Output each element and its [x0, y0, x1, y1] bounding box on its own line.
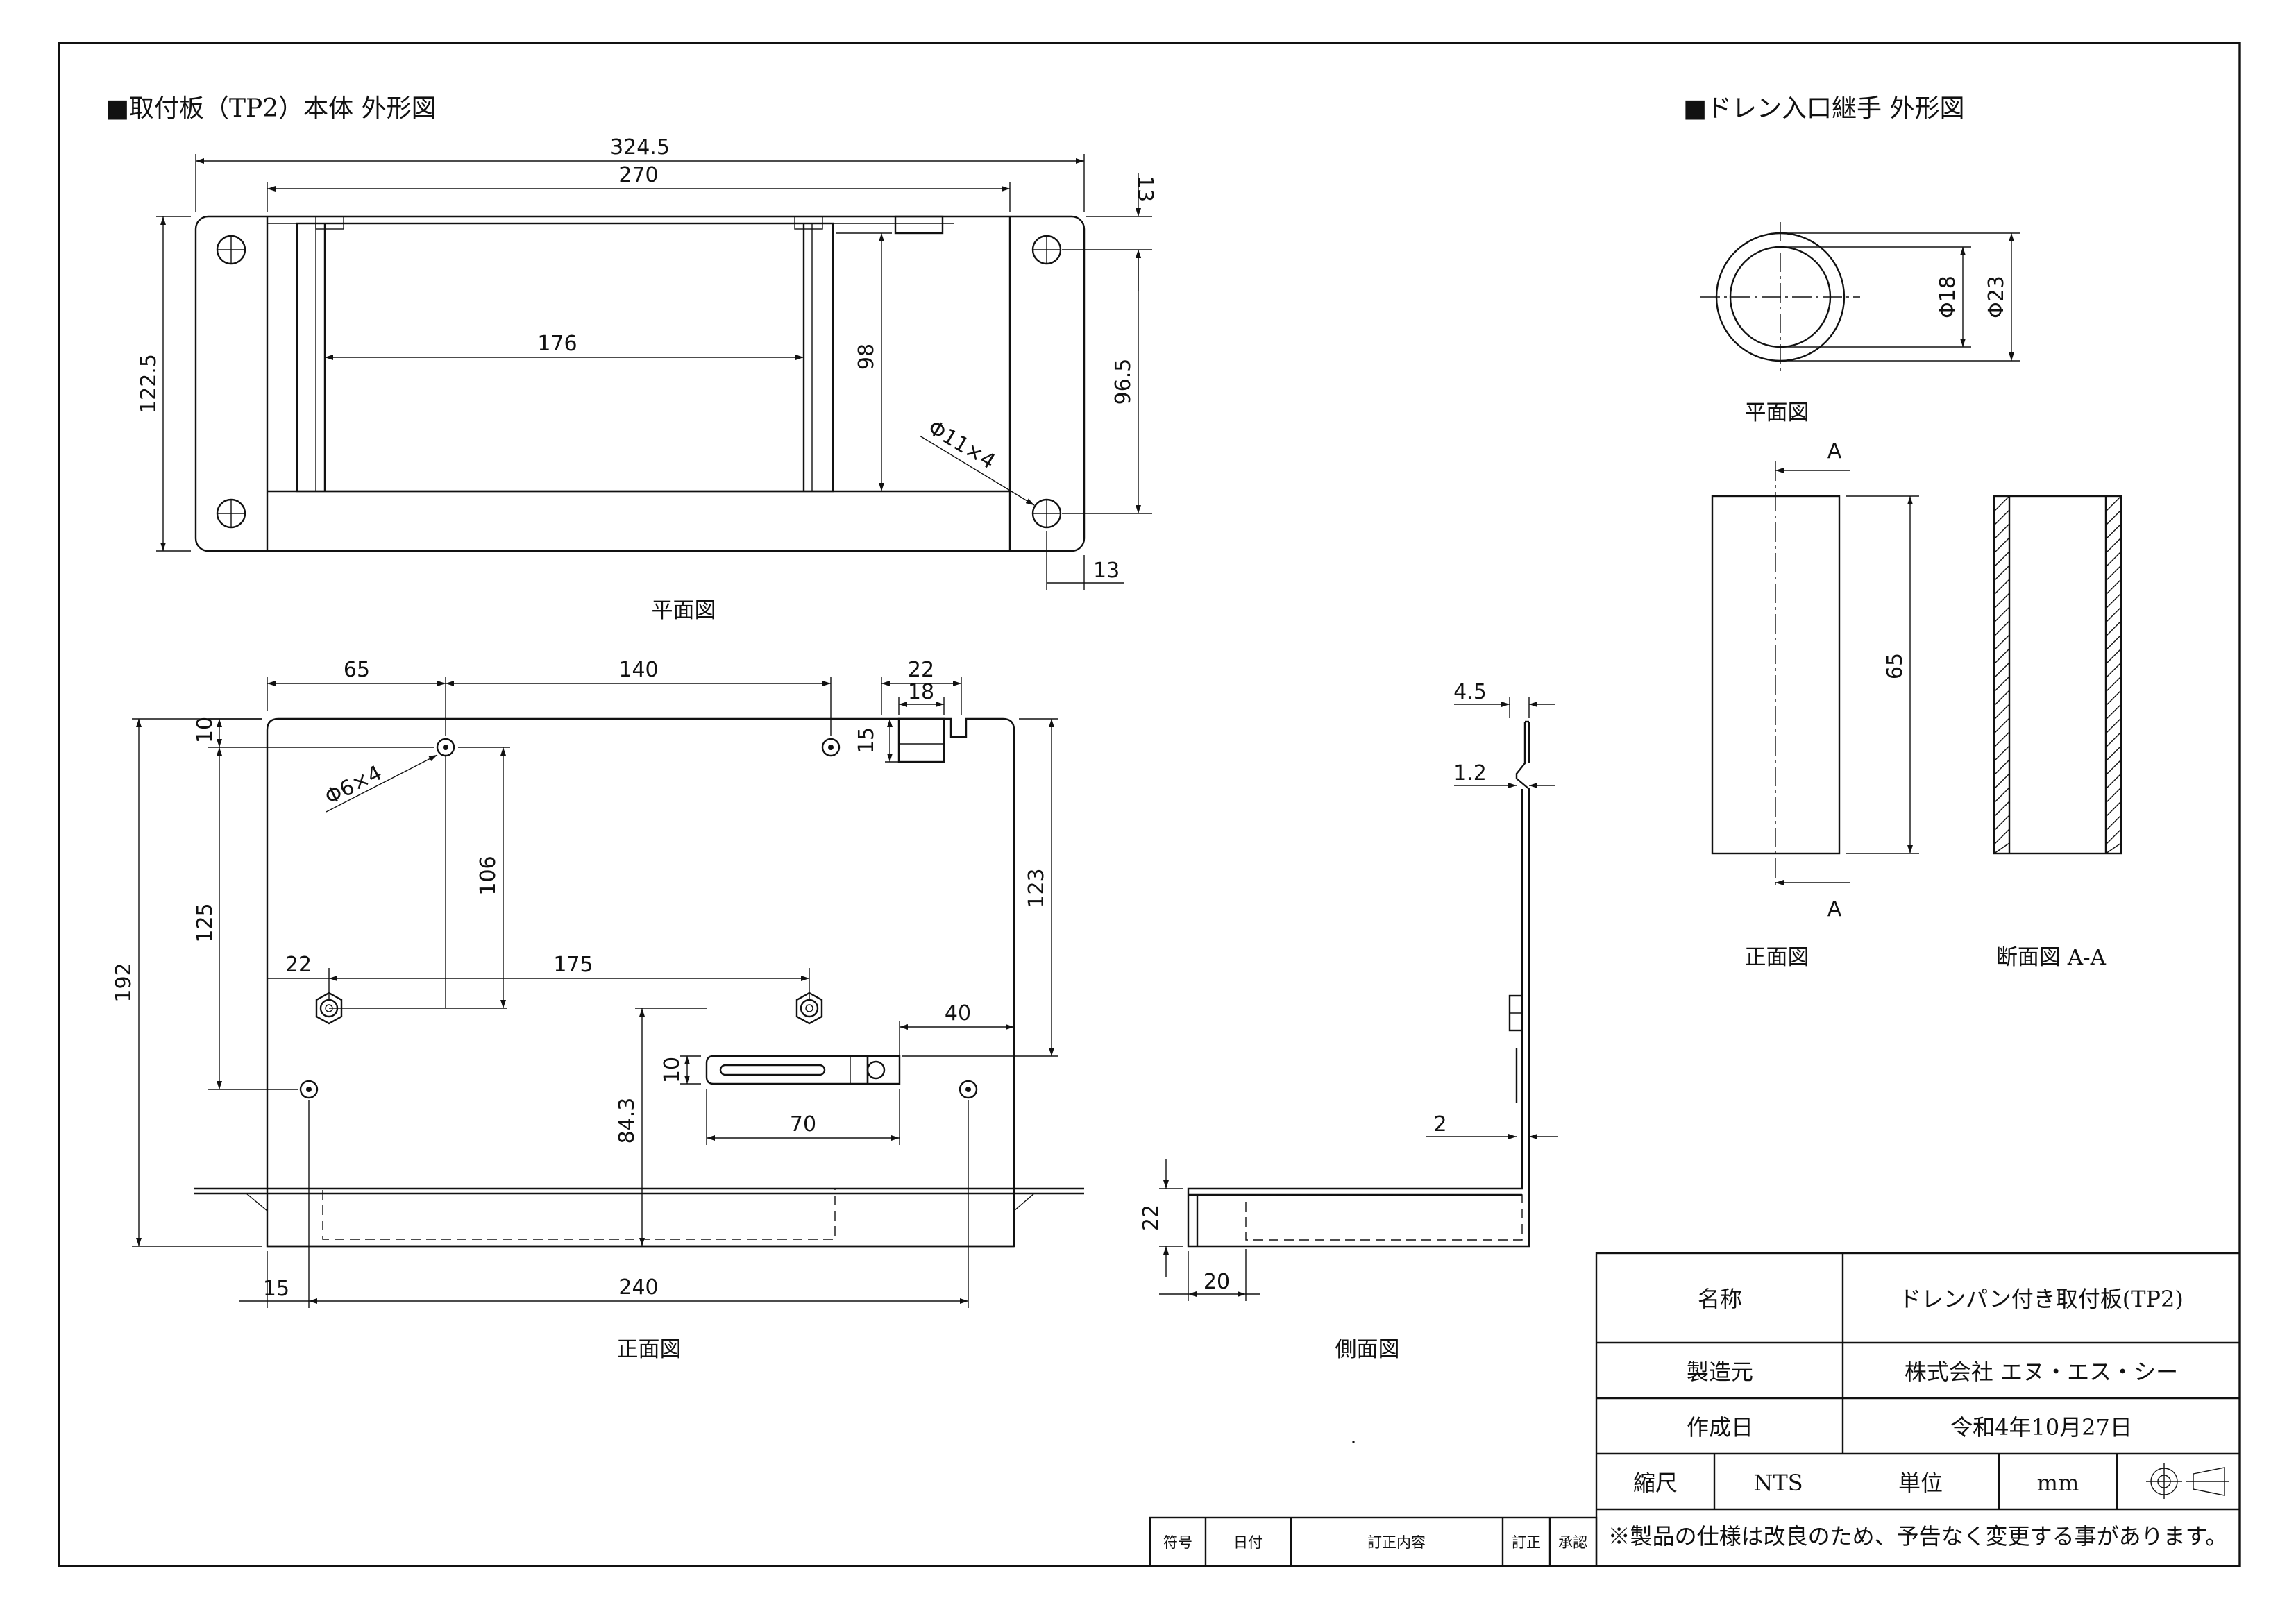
title-block: 名称 ドレンパン付き取付板(TP2) 製造元 株式会社 エヌ・エス・シー 作成日…: [1595, 1252, 2241, 1567]
section-hatch-right: [2105, 495, 2122, 854]
tb-date-label: 作成日: [1687, 1414, 1753, 1441]
plan-slot: [296, 222, 834, 493]
svg-text:15: 15: [263, 1277, 289, 1301]
tb-scale-value: NTS: [1753, 1470, 1803, 1496]
tb-maker-value: 株式会社 エヌ・エス・シー: [1905, 1359, 2178, 1385]
plan-hole-tr: [1031, 235, 1062, 265]
svg-text:125: 125: [193, 903, 217, 942]
drain-plan-label: 平面図: [1745, 400, 1809, 425]
svg-text:1.2: 1.2: [1453, 761, 1487, 785]
front-hole-4: [959, 1080, 978, 1099]
section-hatch-left: [1993, 495, 2010, 854]
rev-header-approve: 承認: [1558, 1534, 1587, 1551]
plan-hole-br: [1031, 498, 1062, 529]
drain-section-view: 断面図 A-A: [1993, 495, 2122, 970]
rev-header-content: 訂正内容: [1367, 1534, 1426, 1551]
tb-date-value: 令和4年10月27日: [1950, 1414, 2132, 1441]
svg-text:192: 192: [112, 962, 136, 1002]
svg-text:106: 106: [476, 856, 500, 895]
tb-note: ※製品の仕様は改良のため、予告なく変更する事があります。: [1608, 1523, 2228, 1549]
front-hole-3: [299, 1080, 319, 1099]
svg-text:15: 15: [854, 727, 879, 754]
svg-text:122.5: 122.5: [137, 354, 161, 414]
svg-text:84.3: 84.3: [615, 1098, 639, 1144]
front-slot: [705, 1055, 901, 1085]
tb-unit-label: 単位: [1898, 1470, 1943, 1496]
svg-text:13: 13: [1133, 176, 1157, 202]
plan-hole-tl: [216, 235, 246, 265]
svg-text:70: 70: [790, 1112, 816, 1137]
svg-text:4.5: 4.5: [1453, 680, 1487, 704]
svg-text:324.5: 324.5: [610, 135, 670, 160]
svg-text:65: 65: [1883, 653, 1907, 679]
svg-text:176: 176: [537, 332, 577, 356]
svg-text:123: 123: [1024, 868, 1049, 908]
svg-text:A: A: [1827, 897, 1842, 921]
svg-text:65: 65: [344, 658, 370, 682]
svg-text:240: 240: [618, 1275, 658, 1300]
front-hole-2: [821, 738, 841, 757]
svg-text:96.5: 96.5: [1111, 359, 1136, 405]
plan-view-label: 平面図: [652, 598, 716, 623]
tb-unit-value: mm: [2037, 1470, 2079, 1496]
side-hidden-tray: [1245, 1194, 1523, 1241]
sheet-border: [58, 42, 2241, 1567]
drain-front-label: 正面図: [1745, 945, 1809, 970]
front-hole-1: [436, 738, 455, 757]
drain-plan-view: Φ18 Φ23 平面図: [1700, 222, 2020, 425]
front-outline: [266, 717, 1015, 1248]
plan-hole-bl: [216, 498, 246, 529]
svg-text:18: 18: [908, 680, 934, 704]
svg-text:.: .: [1350, 1425, 1357, 1449]
rev-header-date: 日付: [1233, 1534, 1263, 1551]
rev-header-correct: 訂正: [1512, 1534, 1541, 1551]
svg-text:Φ23: Φ23: [1984, 275, 2009, 318]
front-tab: [897, 717, 945, 763]
front-view-label: 正面図: [617, 1337, 682, 1362]
rev-header-code: 符号: [1163, 1534, 1192, 1551]
svg-text:10: 10: [193, 717, 217, 743]
svg-text:A: A: [1827, 439, 1842, 464]
svg-text:140: 140: [618, 658, 658, 682]
svg-text:13: 13: [1093, 559, 1120, 583]
third-angle-projection-icon: [2146, 1463, 2229, 1499]
svg-text:22: 22: [908, 658, 934, 682]
svg-text:40: 40: [945, 1001, 971, 1026]
side-view: 4.5 1.2 2 22 20 側面図 .: [1139, 680, 1558, 1449]
revision-table: 符号 日付 訂正内容 訂正 承認: [1149, 1516, 1598, 1567]
plan-tab: [894, 215, 944, 235]
drain-front-view: A A 65 正面図: [1711, 439, 1919, 970]
tb-scale-label: 縮尺: [1633, 1470, 1678, 1496]
side-view-label: 側面図: [1335, 1337, 1400, 1362]
svg-text:22: 22: [285, 953, 312, 977]
svg-text:Φ18: Φ18: [1936, 275, 1960, 318]
plan-view: 324.5 270 13 96.5 122.5 176 98 Φ11×4 13 …: [137, 135, 1157, 623]
svg-text:Φ6×4: Φ6×4: [321, 760, 386, 810]
plan-outline: [194, 215, 1086, 552]
main-title: ■取付板（TP2）本体 外形図: [105, 94, 437, 123]
svg-text:20: 20: [1204, 1270, 1230, 1294]
tb-name-value: ドレンパン付き取付板(TP2): [1899, 1286, 2184, 1312]
drain-section-label: 断面図 A-A: [1996, 945, 2107, 970]
tb-name-label: 名称: [1698, 1286, 1742, 1312]
svg-text:22: 22: [1139, 1205, 1163, 1231]
front-view: 65 140 22 18 15 10 Φ6×4 106 125 192: [112, 658, 1084, 1362]
svg-text:98: 98: [854, 343, 879, 370]
front-hidden-tray: [322, 1188, 836, 1240]
tb-maker-label: 製造元: [1687, 1359, 1753, 1385]
svg-text:270: 270: [618, 163, 658, 187]
svg-text:2: 2: [1433, 1112, 1446, 1137]
drain-title: ■ドレン入口継手 外形図: [1683, 94, 1964, 123]
svg-text:175: 175: [553, 953, 593, 977]
svg-text:10: 10: [660, 1057, 684, 1083]
